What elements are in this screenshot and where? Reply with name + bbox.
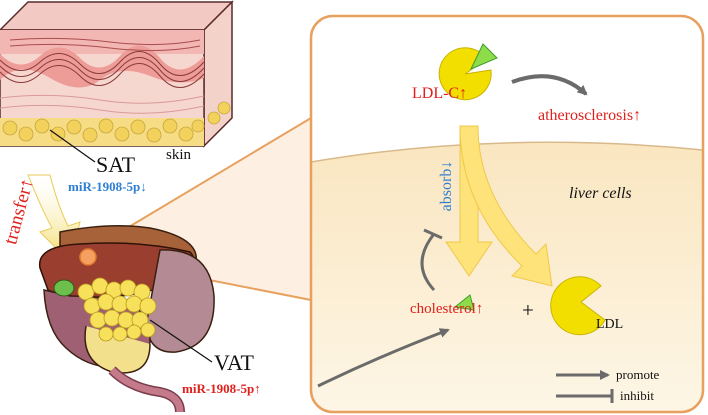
liver-cells-label: liver cells xyxy=(569,185,632,202)
plus-sign: + xyxy=(522,298,534,322)
legend-promote-label: promote xyxy=(616,367,660,382)
ldl-flow-arrows xyxy=(445,125,553,287)
liver-cell-panel xyxy=(309,14,705,414)
visceral-fat xyxy=(77,277,157,342)
ldl-label: LDL xyxy=(596,317,624,332)
sat-label: SAT xyxy=(96,152,136,177)
cholesterol-label: cholesterol↑ xyxy=(410,301,484,317)
atherosclerosis-label: atherosclerosis↑ xyxy=(538,107,642,124)
promote-arrow-atherosclerosis xyxy=(511,74,588,96)
legend-inhibit-label: inhibit xyxy=(620,388,654,403)
vat-label: VAT xyxy=(214,350,254,375)
skin-label: skin xyxy=(166,147,192,163)
vat-mirna-label: miR-1908-5p↑ xyxy=(182,381,261,396)
absorb-label: absorb↓ xyxy=(438,160,455,212)
promote-arrow-vat-cholesterol xyxy=(317,328,450,388)
zoom-spot xyxy=(79,248,97,266)
skin-illustration xyxy=(0,0,234,163)
legend-symbols xyxy=(556,370,614,403)
sat-mirna-label: miR-1908-5p↓ xyxy=(68,179,147,194)
ldl-c-particle xyxy=(438,43,498,101)
inhibit-arrow-absorb xyxy=(420,233,436,292)
cholesterol-wedge-icon xyxy=(453,294,475,311)
ldl-particle xyxy=(550,276,606,336)
abdomen-illustration xyxy=(39,225,215,413)
ldl-c-label: LDL-C↑ xyxy=(412,85,468,102)
